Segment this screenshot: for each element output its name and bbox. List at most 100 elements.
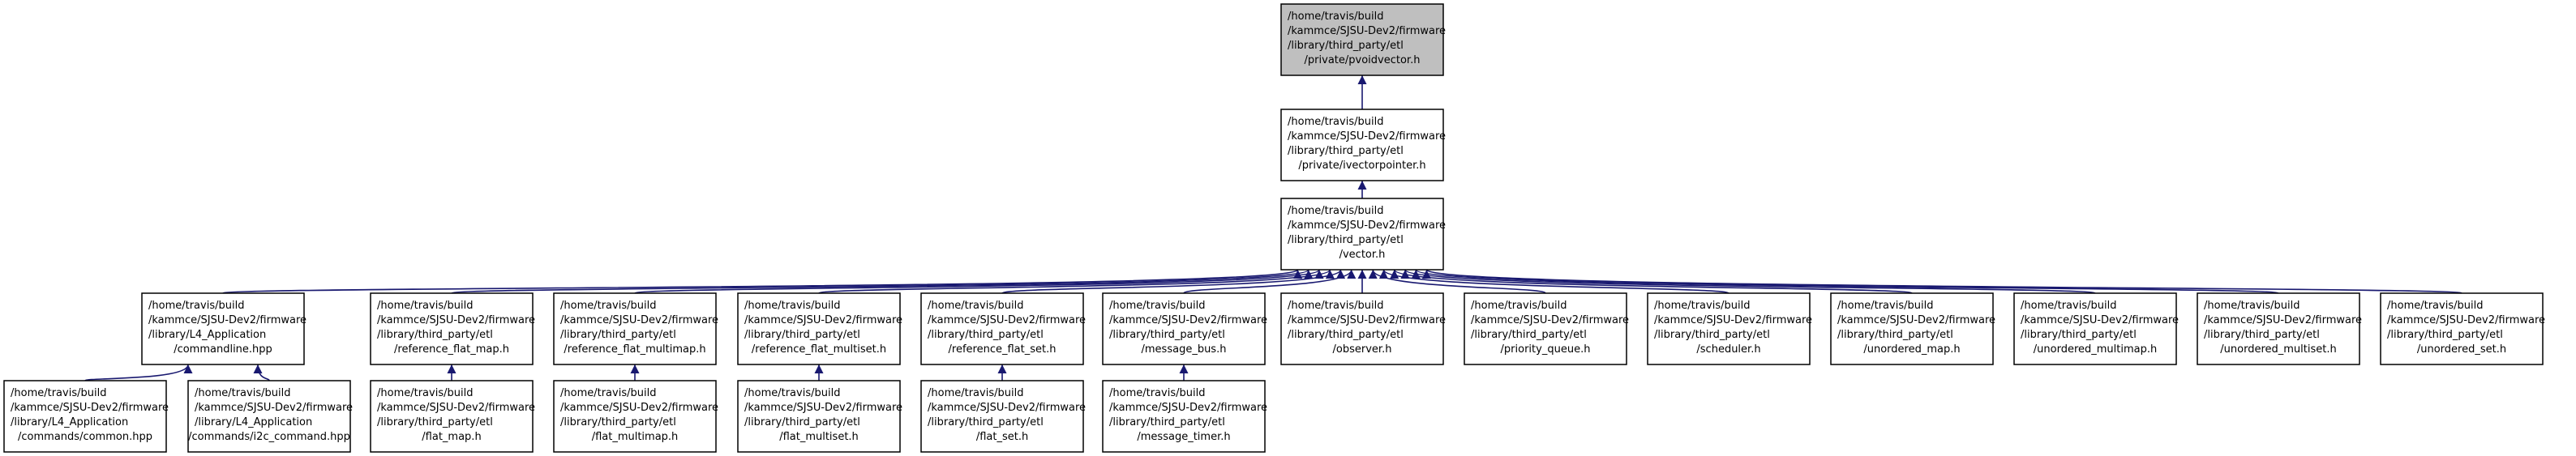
graph-node-observer[interactable]: /home/travis/build/kammce/SJSU-Dev2/firm… [1280, 292, 1446, 365]
node-path-line: /home/travis/build [2021, 300, 2116, 312]
node-path-line: /library/L4_Application [11, 416, 128, 428]
node-path-line: /library/third_party/etl [744, 329, 860, 341]
node-path-line: /home/travis/build [2387, 300, 2483, 312]
node-filename: /reference_flat_multiset.h [752, 343, 886, 356]
node-filename: /vector.h [1339, 249, 1386, 261]
node-path-line: /kammce/SJSU-Dev2/firmware [1288, 130, 1446, 143]
node-filename: /message_timer.h [1137, 431, 1230, 443]
node-path-line: /home/travis/build [560, 300, 656, 312]
graph-node-scheduler[interactable]: /home/travis/build/kammce/SJSU-Dev2/firm… [1647, 292, 1812, 365]
node-box [1102, 292, 1266, 365]
graph-node-vector[interactable]: /home/travis/build/kammce/SJSU-Dev2/firm… [1280, 198, 1446, 271]
graph-node-flat-set[interactable]: /home/travis/build/kammce/SJSU-Dev2/firm… [920, 380, 1086, 453]
node-path-line: /home/travis/build [1288, 300, 1383, 312]
graph-node-unordered-multimap[interactable]: /home/travis/build/kammce/SJSU-Dev2/firm… [2013, 292, 2179, 365]
graph-node-message-bus[interactable]: /home/travis/build/kammce/SJSU-Dev2/firm… [1102, 292, 1267, 365]
graph-node-reference-flat-map[interactable]: /home/travis/build/kammce/SJSU-Dev2/firm… [370, 292, 535, 365]
node-path-line: /kammce/SJSU-Dev2/firmware [1109, 314, 1267, 326]
node-path-line: /kammce/SJSU-Dev2/firmware [11, 402, 169, 414]
graph-node-flat-multiset[interactable]: /home/travis/build/kammce/SJSU-Dev2/firm… [737, 380, 902, 453]
node-path-line: /library/third_party/etl [928, 329, 1044, 341]
node-path-line: /library/third_party/etl [744, 416, 860, 428]
node-path-line: /kammce/SJSU-Dev2/firmware [1109, 402, 1267, 414]
node-path-line: /library/third_party/etl [560, 329, 676, 341]
node-path-line: /home/travis/build [377, 387, 473, 399]
node-path-line: /library/L4_Application [148, 329, 266, 341]
node-path-line: /kammce/SJSU-Dev2/firmware [928, 314, 1086, 326]
node-path-line: /home/travis/build [2204, 300, 2300, 312]
node-box [1647, 292, 1811, 365]
node-path-line: /library/third_party/etl [1109, 329, 1225, 341]
node-filename: /flat_multimap.h [592, 431, 679, 443]
graph-node-flat-multimap[interactable]: /home/travis/build/kammce/SJSU-Dev2/firm… [553, 380, 718, 453]
node-box [2013, 292, 2177, 365]
node-path-line: /kammce/SJSU-Dev2/firmware [560, 314, 718, 326]
node-filename: /commands/common.hpp [18, 431, 152, 443]
graph-node-commands-i2c[interactable]: /home/travis/build/kammce/SJSU-Dev2/firm… [187, 380, 353, 453]
node-box [737, 380, 901, 453]
node-box [3, 380, 167, 453]
node-path-line: /kammce/SJSU-Dev2/firmware [377, 402, 535, 414]
node-path-line: /home/travis/build [560, 387, 656, 399]
node-box [1280, 3, 1444, 76]
node-box [187, 380, 351, 453]
node-box [141, 292, 305, 365]
node-path-line: /home/travis/build [1109, 300, 1205, 312]
graph-node-priority-queue[interactable]: /home/travis/build/kammce/SJSU-Dev2/firm… [1464, 292, 1629, 365]
node-path-line: /home/travis/build [1109, 387, 1205, 399]
node-filename: /unordered_map.h [1863, 343, 1960, 356]
node-path-line: /home/travis/build [744, 300, 840, 312]
node-path-line: /kammce/SJSU-Dev2/firmware [560, 402, 718, 414]
node-path-line: /kammce/SJSU-Dev2/firmware [148, 314, 306, 326]
edge-unordered-multiset-to-vector [1412, 269, 2279, 294]
graph-node-unordered-set[interactable]: /home/travis/build/kammce/SJSU-Dev2/firm… [2380, 292, 2545, 365]
node-box [1280, 198, 1444, 271]
node-filename: /flat_map.h [422, 431, 481, 443]
graph-node-ivectorpointer[interactable]: /home/travis/build/kammce/SJSU-Dev2/firm… [1280, 109, 1446, 181]
node-path-line: /kammce/SJSU-Dev2/firmware [2021, 314, 2179, 326]
node-path-line: /home/travis/build [1288, 205, 1383, 217]
edge-message-bus-to-vector [1183, 269, 1357, 294]
graph-node-reference-flat-multiset[interactable]: /home/travis/build/kammce/SJSU-Dev2/firm… [737, 292, 902, 365]
node-box [553, 380, 717, 453]
edges-layer [84, 75, 2462, 381]
node-path-line: /kammce/SJSU-Dev2/firmware [377, 314, 535, 326]
node-filename: /unordered_set.h [2417, 343, 2506, 356]
node-box [370, 292, 534, 365]
node-filename: /reference_flat_set.h [949, 343, 1057, 356]
graph-node-flat-map[interactable]: /home/travis/build/kammce/SJSU-Dev2/firm… [370, 380, 535, 453]
graph-node-commands-common[interactable]: /home/travis/build/kammce/SJSU-Dev2/firm… [3, 380, 169, 453]
node-filename: /priority_queue.h [1501, 343, 1591, 356]
node-path-line: /kammce/SJSU-Dev2/firmware [1288, 219, 1446, 232]
graph-node-commandline[interactable]: /home/travis/build/kammce/SJSU-Dev2/firm… [141, 292, 306, 365]
node-filename: /flat_set.h [976, 431, 1028, 443]
node-path-line: /library/third_party/etl [928, 416, 1044, 428]
edge-reference-flat-map-to-vector [451, 269, 1313, 294]
graph-node-message-timer[interactable]: /home/travis/build/kammce/SJSU-Dev2/firm… [1102, 380, 1267, 453]
node-path-line: /home/travis/build [928, 300, 1023, 312]
graph-node-reference-flat-multimap[interactable]: /home/travis/build/kammce/SJSU-Dev2/firm… [553, 292, 718, 365]
node-filename: /private/pvoidvector.h [1305, 54, 1421, 66]
graph-node-reference-flat-set[interactable]: /home/travis/build/kammce/SJSU-Dev2/firm… [920, 292, 1086, 365]
node-box [920, 292, 1084, 365]
node-path-line: /library/third_party/etl [377, 416, 493, 428]
node-path-line: /kammce/SJSU-Dev2/firmware [2387, 314, 2545, 326]
node-path-line: /home/travis/build [1837, 300, 1933, 312]
node-path-line: /home/travis/build [11, 387, 106, 399]
node-path-line: /home/travis/build [744, 387, 840, 399]
edge-reference-flat-multimap-to-vector [634, 269, 1324, 294]
node-path-line: /kammce/SJSU-Dev2/firmware [2204, 314, 2362, 326]
node-box [1464, 292, 1627, 365]
node-path-line: /library/third_party/etl [2387, 329, 2503, 341]
graph-node-pvoidvector[interactable]: /home/travis/build/kammce/SJSU-Dev2/firm… [1280, 3, 1446, 76]
node-path-line: /home/travis/build [1288, 116, 1383, 128]
node-path-line: /library/third_party/etl [1654, 329, 1770, 341]
graph-node-unordered-multiset[interactable]: /home/travis/build/kammce/SJSU-Dev2/firm… [2197, 292, 2362, 365]
node-path-line: /kammce/SJSU-Dev2/firmware [1654, 314, 1812, 326]
node-filename: /scheduler.h [1696, 343, 1760, 356]
node-filename: /unordered_multiset.h [2220, 343, 2336, 356]
node-path-line: /library/L4_Application [195, 416, 312, 428]
graph-node-unordered-map[interactable]: /home/travis/build/kammce/SJSU-Dev2/firm… [1830, 292, 1995, 365]
node-filename: /reference_flat_multimap.h [564, 343, 705, 356]
node-path-line: /home/travis/build [148, 300, 244, 312]
